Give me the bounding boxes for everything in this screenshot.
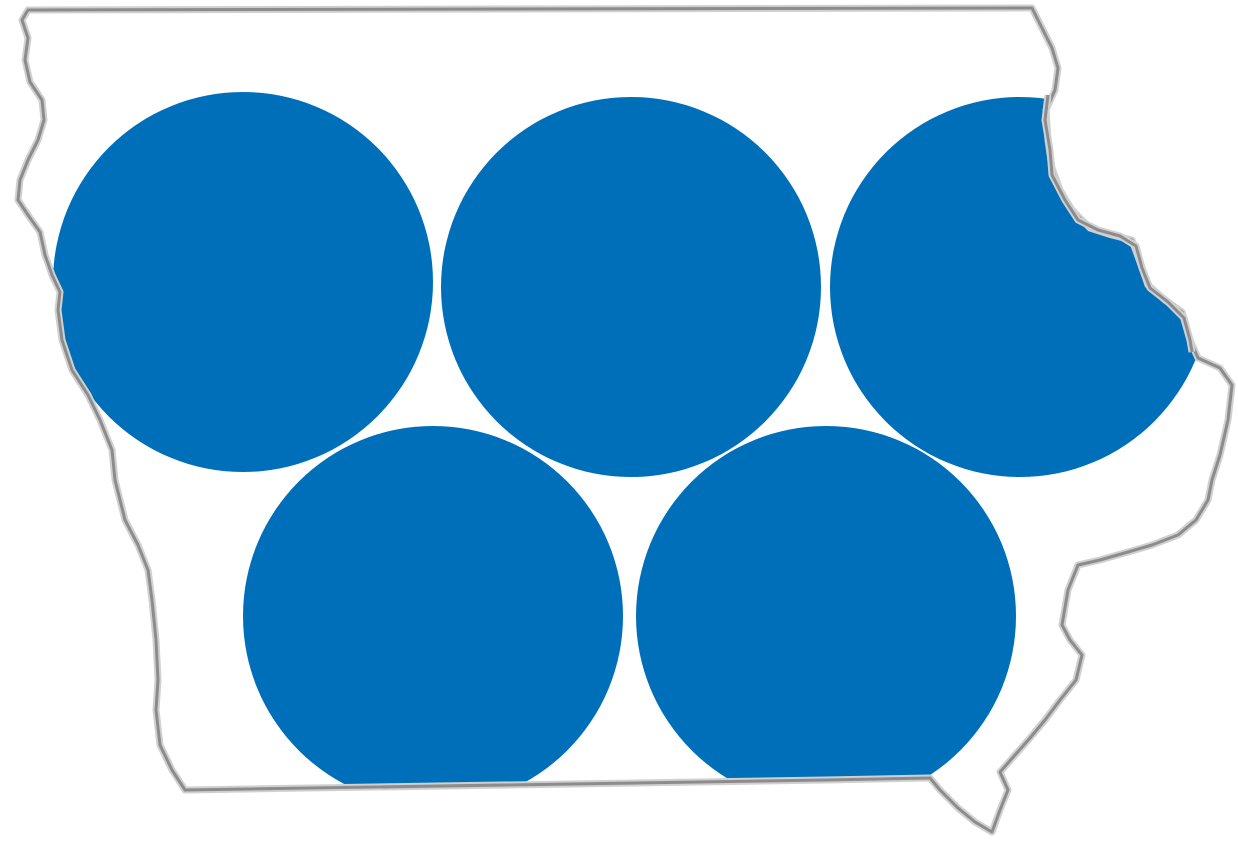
region-circle-southeast (636, 426, 1016, 806)
region-circle-southwest (243, 426, 623, 806)
river-line (1043, 94, 1194, 353)
region-circles (53, 92, 1210, 806)
region-circle-north-central (441, 97, 821, 477)
region-circle-northwest (53, 92, 433, 472)
